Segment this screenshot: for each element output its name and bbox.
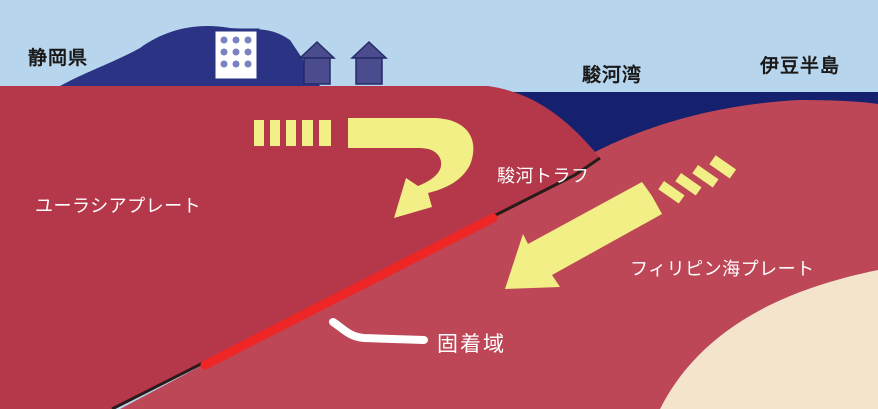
suruga-trough-label: 駿河トラフ	[497, 166, 590, 187]
izu-peninsula-label: 伊豆半島	[760, 55, 841, 77]
shizuoka-label: 静岡県	[28, 47, 89, 69]
eurasian-plate-label: ユーラシアプレート	[35, 196, 202, 217]
building-icon	[212, 28, 260, 82]
philippine-sea-plate	[120, 100, 878, 409]
locked-zone-line	[200, 213, 498, 370]
locked-zone-label: 固着域	[437, 332, 506, 356]
house-icon	[350, 40, 388, 85]
locked-zone-pointer	[329, 318, 428, 344]
mantle-underlay	[660, 270, 878, 409]
straight-arrow-icon	[505, 155, 737, 289]
house-icon	[298, 40, 336, 85]
suruga-bay-label: 駿河湾	[582, 64, 643, 86]
philippine-sea-plate-label: フィリピン海プレート	[630, 259, 815, 280]
curved-arrow-icon	[254, 118, 474, 218]
